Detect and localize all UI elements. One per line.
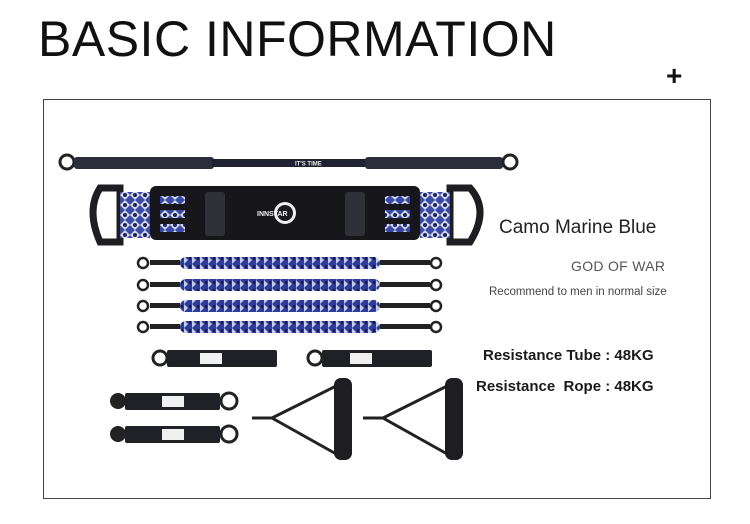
expand-icon[interactable]: + (666, 60, 683, 91)
product-frame (43, 99, 711, 499)
product-subtitle: GOD OF WAR (571, 258, 666, 274)
product-color-name: Camo Marine Blue (499, 217, 657, 238)
workout-bar (58, 153, 519, 171)
spec-resistance-rope: Resistance Rope : 48KG (476, 378, 654, 395)
brand-logo: INNSTAR (257, 211, 288, 218)
resistance-tubes (136, 256, 443, 334)
handles (252, 378, 463, 460)
bar-label: IT'S TIME (295, 162, 322, 168)
resistance-belt (89, 184, 484, 246)
page-title: BASIC INFORMATION (38, 11, 557, 67)
spec-resistance-tube: Resistance Tube : 48KG (483, 347, 654, 364)
size-recommendation: Recommend to men in normal size (489, 286, 667, 298)
straps (110, 349, 432, 444)
